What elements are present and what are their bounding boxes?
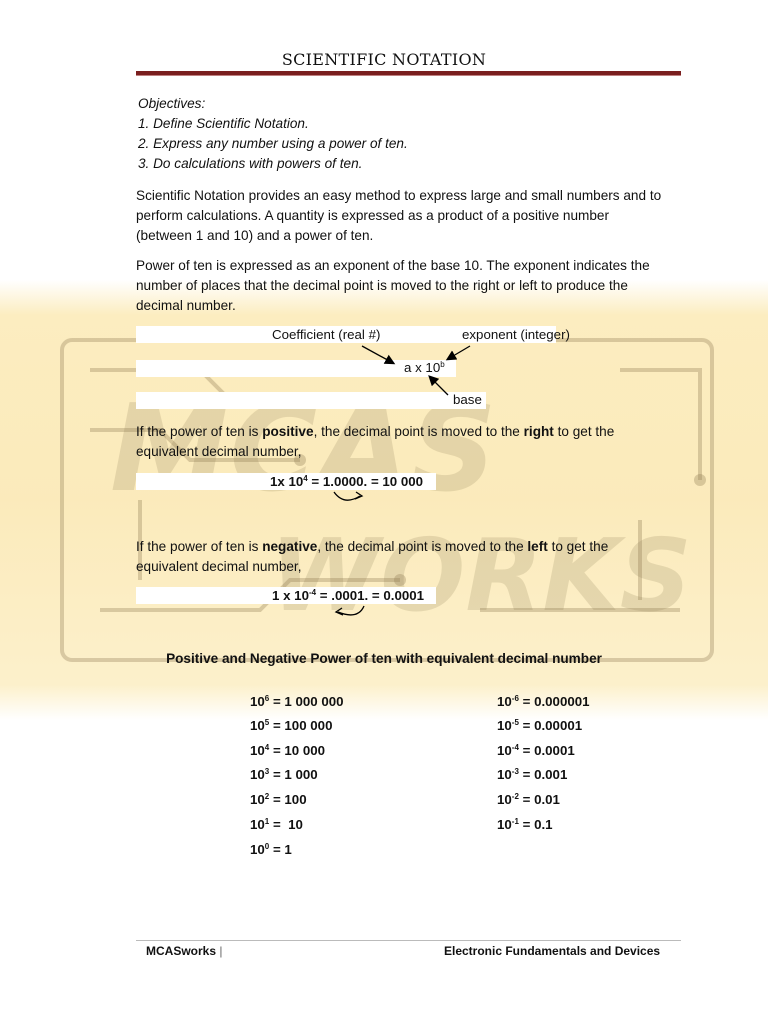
coefficient-label: Coefficient (real #) [272, 327, 381, 342]
paragraph-line: decimal number. [136, 298, 236, 313]
objective-item: 2. Express any number using a power of t… [138, 136, 408, 151]
title-rule [136, 71, 681, 76]
negative-power-row: 10-6 = 0.000001 [497, 694, 590, 709]
footer-brand-text: MCASworks [146, 944, 217, 958]
diagram-band [136, 326, 556, 343]
diagram-band [136, 392, 486, 409]
positive-power-row: 102 = 100 [250, 792, 307, 807]
expression-base: a x 10 [404, 360, 441, 375]
power-of-ten-paragraph: Power of ten is expressed as an exponent… [136, 256, 681, 316]
base-arrow [428, 375, 449, 396]
objectives: Objectives: 1. Define Scientific Notatio… [138, 94, 408, 174]
positive-power-row: 104 = 10 000 [250, 743, 326, 758]
objective-item: 3. Do calculations with powers of ten. [138, 156, 363, 171]
table-heading: Positive and Negative Power of ten with … [166, 651, 602, 666]
negative-power-row: 10-5 = 0.00001 [497, 718, 583, 733]
footer-brand: MCASworks | [146, 944, 222, 958]
equation-band [136, 587, 436, 604]
paragraph-line: number of places that the decimal point … [136, 278, 628, 293]
exponent-arrow [445, 345, 471, 361]
paragraph-line: Power of ten is expressed as an exponent… [136, 258, 650, 273]
diagram-band [136, 360, 456, 377]
paragraph-line: Scientific Notation provides an easy met… [136, 188, 662, 203]
negative-power-row: 10-4 = 0.0001 [497, 743, 575, 758]
objectives-heading: Objectives: [138, 96, 206, 111]
base-label: base [453, 392, 482, 407]
negative-line-1: If the power of ten is negative, the dec… [136, 539, 609, 554]
negative-power-row: 10-3 = 0.001 [497, 767, 568, 782]
positive-line-2: equivalent decimal number, [136, 444, 302, 459]
positive-line-1: If the power of ten is positive, the dec… [136, 424, 615, 439]
positive-power-row: 106 = 1 000 000 [250, 694, 344, 709]
negative-line-2: equivalent decimal number, [136, 559, 302, 574]
page-title: SCIENTIFIC NOTATION [281, 50, 487, 69]
paragraph-line: perform calculations. A quantity is expr… [136, 208, 610, 223]
positive-explanation: If the power of ten is positive, the dec… [136, 422, 681, 462]
positive-power-row: 100 = 1 [250, 842, 292, 857]
footer-rule [136, 940, 681, 941]
negative-explanation: If the power of ten is negative, the dec… [136, 537, 681, 577]
objective-item: 1. Define Scientific Notation. [138, 116, 309, 131]
negative-equation: 1 x 10-4 = .0001. = 0.0001 [272, 588, 425, 603]
notation-expression: a x 10b [404, 360, 445, 375]
footer-course-title: Electronic Fundamentals and Devices [444, 944, 661, 958]
positive-power-row: 103 = 1 000 [250, 767, 318, 782]
negative-power-row: 10-1 = 0.1 [497, 817, 553, 832]
left-move-arrow-icon [334, 605, 365, 616]
right-move-arrow-icon [333, 491, 364, 501]
positive-power-row: 101 = 10 [250, 817, 303, 832]
intro-paragraph: Scientific Notation provides an easy met… [136, 186, 681, 246]
expression-exponent: b [440, 360, 445, 369]
footer-separator: | [219, 944, 223, 958]
equation-band [136, 473, 436, 490]
exponent-label: exponent (integer) [462, 327, 570, 342]
negative-power-row: 10-2 = 0.01 [497, 792, 560, 807]
coefficient-arrow [361, 345, 396, 365]
paragraph-line: (between 1 and 10) and a power of ten. [136, 228, 374, 243]
positive-equation: 1x 104 = 1.0000. = 10 000 [270, 474, 424, 489]
positive-power-row: 105 = 100 000 [250, 718, 333, 733]
